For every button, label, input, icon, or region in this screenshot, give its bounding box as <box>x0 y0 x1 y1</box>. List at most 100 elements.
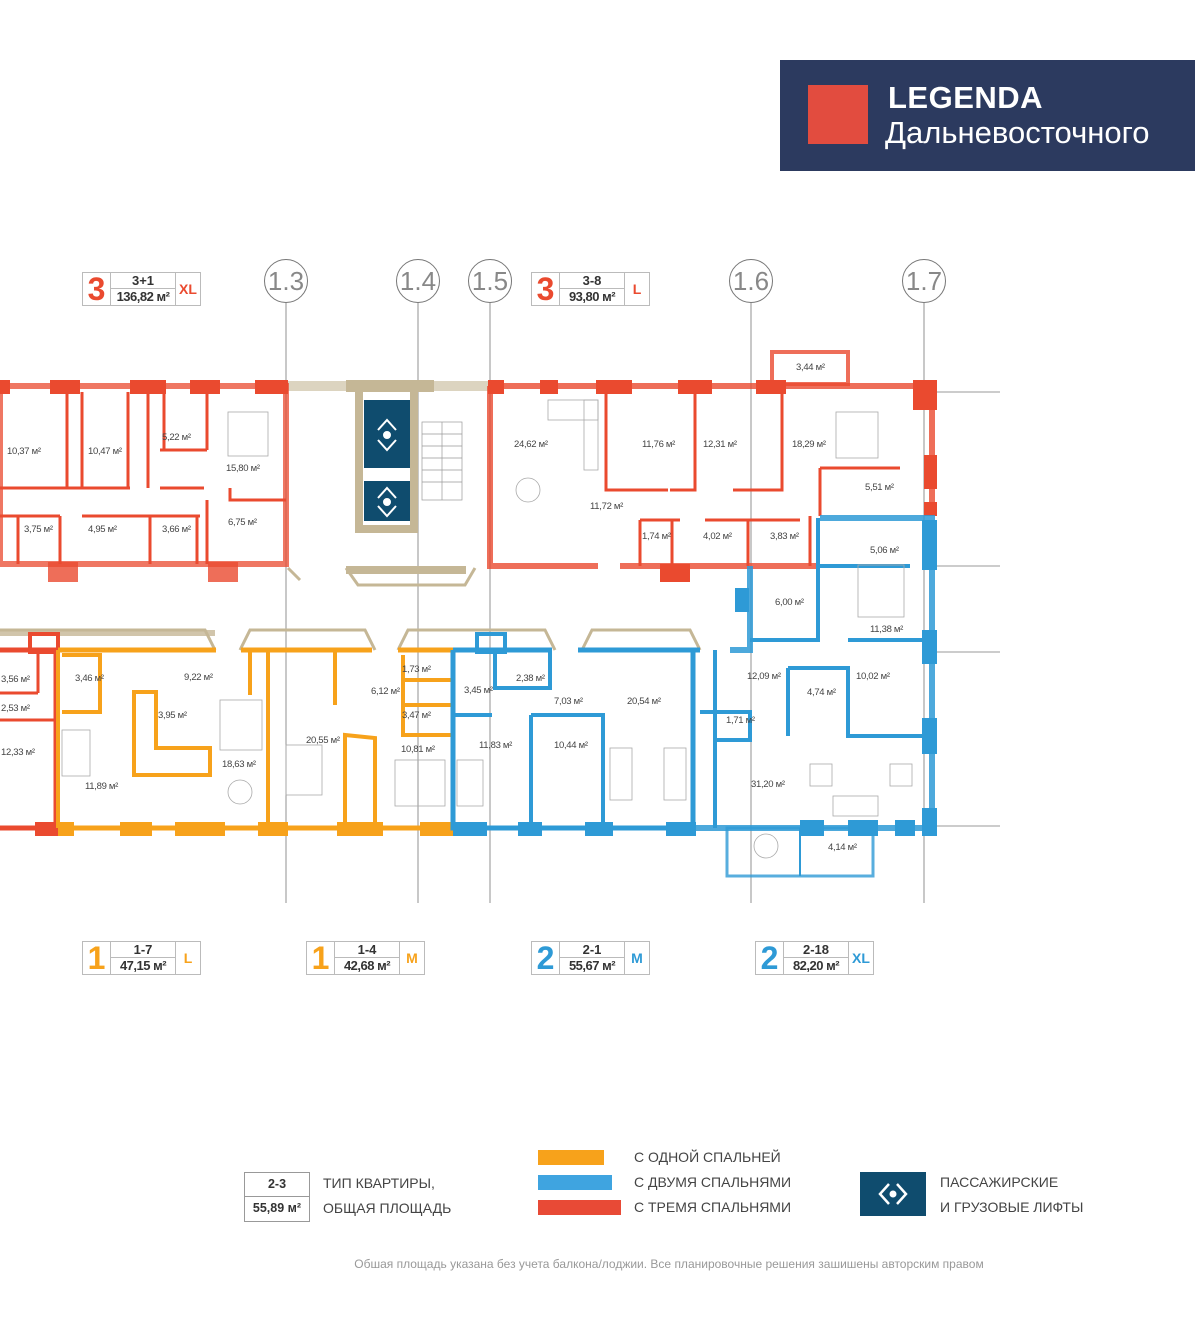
apartment-1-7-1-4-piers <box>58 822 453 836</box>
room-area: 4,95 м² <box>88 524 117 535</box>
room-area: 18,63 м² <box>222 759 256 770</box>
apartment-area: 82,20 м² <box>792 958 840 973</box>
footnote: Обшая площадь указана без учета балкона/… <box>354 1257 984 1271</box>
room-area: 1,71 м² <box>726 715 755 726</box>
room-area: 3,95 м² <box>158 710 187 721</box>
axis-marker-1-5: 1.5 <box>468 259 512 303</box>
apartment-2-18-walls <box>691 515 935 878</box>
legend-type-line1: ТИП КВАРТИРЫ, <box>323 1175 435 1191</box>
room-area: 3,44 м² <box>796 362 825 373</box>
room-area: 24,62 м² <box>514 439 548 450</box>
room-count: 1 <box>83 942 111 974</box>
room-area: 3,46 м² <box>75 673 104 684</box>
legend-lift-icon <box>860 1172 926 1216</box>
apartment-area: 93,80 м² <box>568 289 616 304</box>
room-area: 11,72 м² <box>590 501 624 512</box>
room-area: 6,12 м² <box>371 686 400 697</box>
room-area: 10,02 м² <box>856 671 890 682</box>
legend-swatch-two-bedroom <box>538 1175 612 1190</box>
room-area: 3,83 м² <box>770 531 799 542</box>
legend-swatch-three-bedroom <box>538 1200 621 1215</box>
room-area: 5,51 м² <box>865 482 894 493</box>
room-area: 7,03 м² <box>554 696 583 707</box>
room-count: 2 <box>532 942 560 974</box>
apartment-code: 3-8 <box>560 273 624 289</box>
room-area: 20,54 м² <box>627 696 661 707</box>
apartment-code: 2-1 <box>560 942 624 958</box>
apartment-area: 136,82 м² <box>116 289 170 304</box>
room-area: 3,47 м² <box>402 710 431 721</box>
apartment-area: 55,67 м² <box>568 958 616 973</box>
room-area: 4,74 м² <box>807 687 836 698</box>
room-area: 11,89 м² <box>85 781 119 792</box>
room-area: 10,37 м² <box>7 446 41 457</box>
stairs <box>421 421 463 501</box>
room-area: 20,55 м² <box>306 735 340 746</box>
apartment-size: XL <box>852 950 870 966</box>
apartment-1-7-1-4-walls <box>56 647 453 831</box>
apartment-area: 42,68 м² <box>343 958 391 973</box>
legend-three-bedroom: С ТРЕМЯ СПАЛЬНЯМИ <box>634 1199 792 1215</box>
room-area: 11,76 м² <box>642 439 676 450</box>
apartment-2-18-piers <box>735 520 937 836</box>
apartment-code: 1-4 <box>335 942 399 958</box>
room-count: 1 <box>307 942 335 974</box>
room-count: 3 <box>83 273 111 305</box>
room-area: 1,73 м² <box>402 664 431 675</box>
apartment-size: XL <box>179 281 197 297</box>
room-area: 3,75 м² <box>24 524 53 535</box>
room-area: 5,22 м² <box>162 432 191 443</box>
apartment-code: 2-18 <box>784 942 848 958</box>
room-area: 12,09 м² <box>747 671 781 682</box>
room-area: 18,29 м² <box>792 439 826 450</box>
legend-sample-area: 55,89 м² <box>252 1201 302 1215</box>
apartment-size: M <box>631 950 643 966</box>
axis-marker-1-3: 1.3 <box>264 259 308 303</box>
legend-lift-line2: И ГРУЗОВЫЕ ЛИФТЫ <box>940 1199 1084 1215</box>
legend-lift-line1: ПАССАЖИРСКИЕ <box>940 1174 1059 1190</box>
room-area: 12,31 м² <box>703 439 737 450</box>
brand-subtitle: Дальневосточного <box>885 115 1150 150</box>
room-area: 3,56 м² <box>1 674 30 685</box>
furniture <box>61 399 913 859</box>
apartment-size: L <box>183 950 193 966</box>
room-area: 9,22 м² <box>184 672 213 683</box>
room-area: 2,38 м² <box>516 673 545 684</box>
apartment-size: L <box>632 281 642 297</box>
room-area: 11,38 м² <box>870 624 904 635</box>
room-area: 1,74 м² <box>642 531 671 542</box>
room-area: 15,80 м² <box>226 463 260 474</box>
brand-header: LEGENDA Дальневосточного <box>780 60 1195 171</box>
room-area: 2,53 м² <box>1 703 30 714</box>
room-area: 3,45 м² <box>464 685 493 696</box>
room-count: 3 <box>532 273 560 305</box>
brand-title: LEGENDA <box>888 80 1044 115</box>
room-area: 6,00 м² <box>775 597 804 608</box>
apartment-3-8-piers <box>488 380 937 582</box>
grid-lines <box>285 303 1000 903</box>
apartment-size: M <box>406 950 418 966</box>
apartment-area: 47,15 м² <box>119 958 167 973</box>
legend-type-line2: ОБЩАЯ ПЛОЩАДЬ <box>323 1200 452 1216</box>
legend-sample-badge: 2-3 55,89 м² <box>244 1172 310 1222</box>
room-area: 31,20 м² <box>751 779 785 790</box>
room-area: 4,02 м² <box>703 531 732 542</box>
room-area: 12,33 м² <box>1 747 35 758</box>
legend-two-bedroom: С ДВУМЯ СПАЛЬНЯМИ <box>634 1174 792 1190</box>
room-area: 5,06 м² <box>870 545 899 556</box>
legend-sample-code: 2-3 <box>245 1173 309 1197</box>
room-area: 10,47 м² <box>88 446 122 457</box>
apartment-2-1-piers <box>453 822 696 836</box>
axis-marker-1-6: 1.6 <box>729 259 773 303</box>
room-area: 6,75 м² <box>228 517 257 528</box>
core <box>0 380 490 636</box>
apartment-3-1-piers <box>0 380 288 582</box>
apartment-3-1-walls <box>0 383 289 567</box>
axis-marker-1-7: 1.7 <box>902 259 946 303</box>
